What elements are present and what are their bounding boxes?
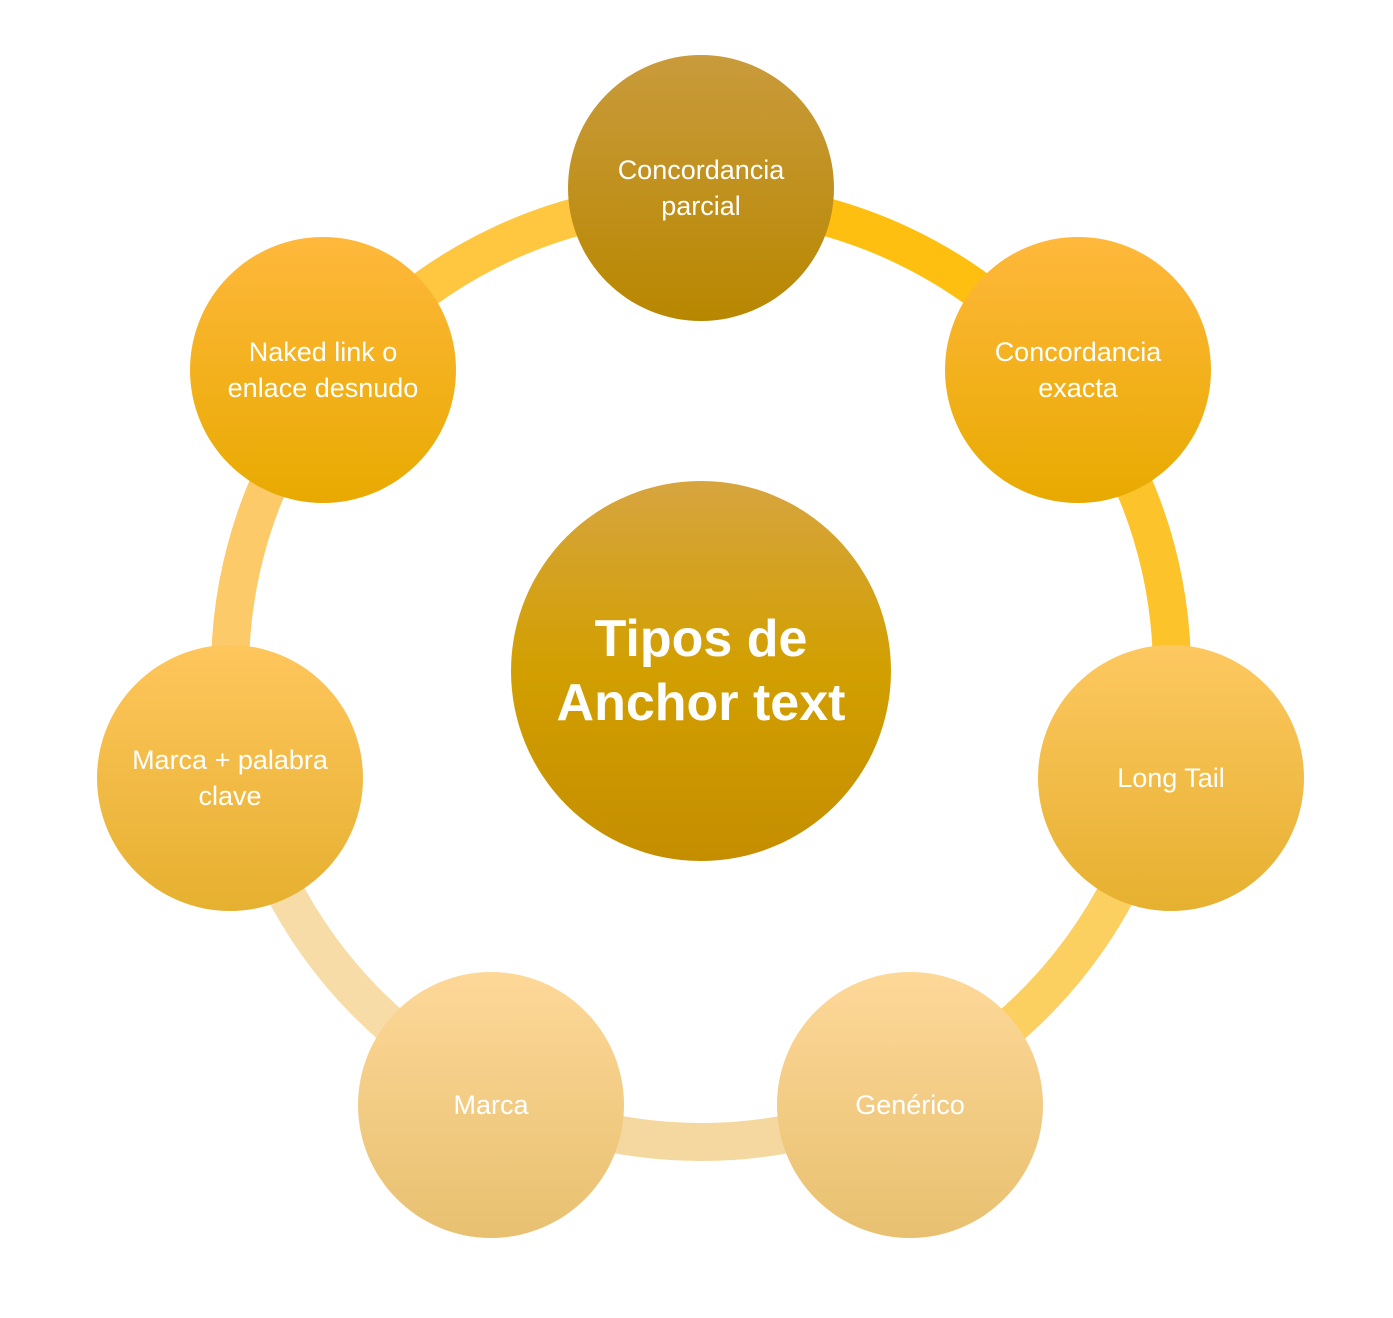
node-marca: Marca	[358, 972, 624, 1238]
node-long-tail: Long Tail	[1038, 645, 1304, 911]
center-title: Tipos de Anchor text	[511, 481, 891, 861]
node-generico: Genérico	[777, 972, 1043, 1238]
node-concordancia-parcial: Concordancia parcial	[568, 55, 834, 321]
node-naked-link: Naked link o enlace desnudo	[190, 237, 456, 503]
node-concordancia-exacta: Concordancia exacta	[945, 237, 1211, 503]
node-marca-palabra-clave: Marca + palabra clave	[97, 645, 363, 911]
